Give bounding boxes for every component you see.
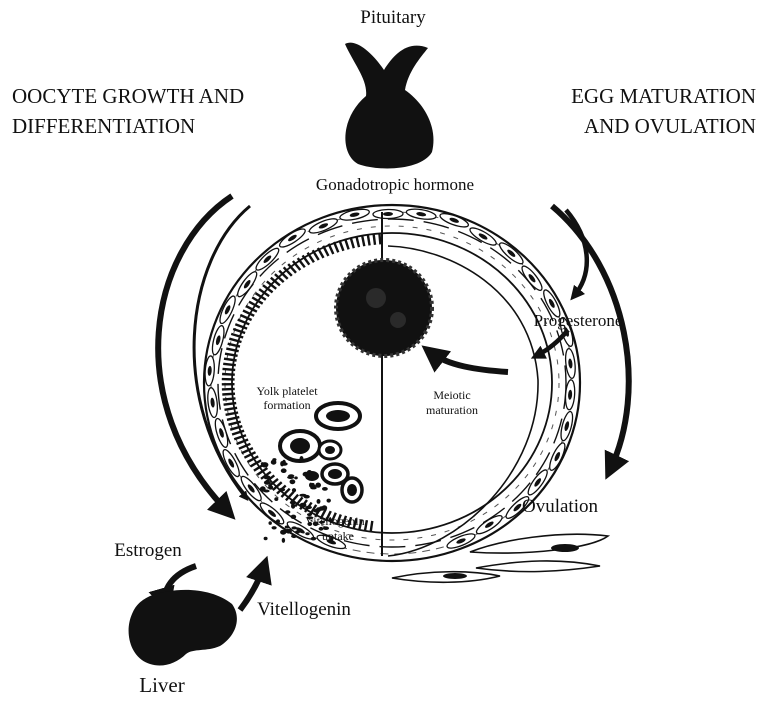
vesicle-dot: [269, 521, 272, 525]
heading-left: OOCYTE GROWTH AND DIFFERENTIATION: [12, 84, 244, 138]
microvillus: [365, 520, 367, 531]
vesicle-dot: [260, 486, 266, 491]
microvillus: [223, 364, 236, 365]
vesicle-dot: [300, 456, 304, 462]
yolk-platelet-label-line1: Yolk platelet: [256, 384, 318, 398]
vitellogenin-uptake-label-line2: uptake: [322, 529, 354, 543]
heading-left-line2: DIFFERENTIATION: [12, 114, 195, 138]
vesicle-dot: [299, 494, 306, 497]
ovulation-label: Ovulation: [522, 496, 598, 517]
follicle-cell: [339, 207, 370, 222]
vesicle-dot: [274, 497, 278, 501]
germinal-vesicle: [336, 260, 432, 356]
follicle-cell: [559, 410, 575, 441]
vitellogenin-label: Vitellogenin: [257, 599, 351, 620]
microvillus: [224, 403, 237, 405]
microvillus: [334, 242, 338, 252]
vesicle-dot: [291, 515, 297, 519]
gonadotropic-hormone-label: Gonadotropic hormone: [316, 175, 474, 194]
follicle-cell: [206, 387, 218, 418]
follicle-cell: [474, 513, 504, 537]
progesterone-label: Progesterone: [534, 311, 623, 330]
microvillus: [222, 389, 235, 390]
pituitary-gland-icon: [345, 43, 433, 169]
microvillus: [223, 369, 236, 370]
vesicle-dot: [300, 503, 307, 508]
vesicle-dot: [291, 534, 297, 538]
microvillus: [345, 239, 349, 250]
microvillus: [385, 233, 386, 244]
vesicle-dot: [292, 488, 296, 492]
microvillus: [374, 234, 375, 245]
vesicle-dot: [285, 526, 290, 529]
microvillus: [356, 236, 359, 247]
microvillus: [368, 235, 370, 246]
heading-left-line1: OOCYTE GROWTH AND: [12, 84, 244, 108]
vesicle-dot: [317, 499, 321, 504]
vesicle-dot: [261, 462, 264, 465]
meiotic-maturation-label-line2: maturation: [426, 403, 478, 417]
vesicle-dot: [282, 460, 286, 465]
vesicle-dot: [264, 537, 268, 540]
vesicle-dot: [285, 510, 290, 514]
vesicle-dot: [322, 505, 328, 510]
vesicle-dot: [291, 526, 297, 529]
microvillus: [362, 235, 364, 246]
vesicle-dot: [311, 537, 316, 541]
vesicle-dot: [305, 506, 312, 509]
heading-right: EGG MATURATION AND OVULATION: [571, 84, 756, 138]
microvillus: [257, 468, 267, 475]
meiotic-maturation-label-line1: Meiotic: [433, 388, 470, 402]
vesicle-dot: [272, 526, 277, 529]
estrogen-label: Estrogen: [114, 540, 182, 561]
vesicle-dot: [263, 475, 270, 479]
vesicle-dot: [281, 468, 287, 473]
vesicle-dot: [290, 479, 296, 484]
microvillus: [351, 238, 354, 249]
microvillus: [329, 244, 334, 254]
vitellogenin-uptake-label-line1: Vitellogenin: [305, 514, 364, 528]
vesicle-dot: [294, 476, 298, 479]
microvillus: [340, 240, 344, 251]
pituitary-label: Pituitary: [360, 7, 426, 28]
vesicle-dot: [288, 474, 294, 477]
vesicle-dot: [282, 538, 285, 543]
follicle-cells: [204, 207, 576, 551]
vesicle-dot: [315, 483, 321, 488]
vesicle-dot: [322, 487, 328, 491]
vesicle-dot: [264, 481, 271, 485]
follicle-cell: [373, 209, 403, 219]
microvillus: [371, 521, 373, 532]
vesicle-dot: [305, 532, 309, 535]
vesicle-dot: [279, 488, 285, 492]
vesicle-dot: [311, 485, 316, 489]
meiotic-maturation-arrow: [430, 352, 508, 372]
follicle-cell: [258, 500, 287, 527]
microvillus: [379, 233, 380, 244]
microvillus: [222, 394, 235, 395]
yolk-platelet-label-line2: formation: [263, 398, 310, 412]
vesicle-dot: [268, 485, 273, 489]
vesicle-dot: [285, 529, 292, 534]
heading-right-line2: AND OVULATION: [584, 114, 756, 138]
liver-label: Liver: [139, 673, 184, 697]
vesicle-dot: [295, 530, 300, 533]
vesicle-dot: [276, 519, 280, 523]
microvillus: [222, 374, 235, 375]
vesicle-dot: [316, 507, 321, 512]
vesicle-dot: [280, 530, 286, 535]
heading-right-line1: EGG MATURATION: [571, 84, 756, 108]
gonadotropin-arrow-left-inner: [194, 206, 250, 498]
vesicle-dot: [272, 458, 276, 461]
microvillus: [223, 398, 236, 399]
vesicle-dot: [327, 499, 331, 503]
vesicle-dot: [303, 472, 310, 477]
follicle-cell: [519, 264, 545, 293]
vesicle-dot: [290, 500, 296, 505]
liver-icon: [129, 590, 237, 666]
yolk-platelets: [280, 403, 362, 502]
